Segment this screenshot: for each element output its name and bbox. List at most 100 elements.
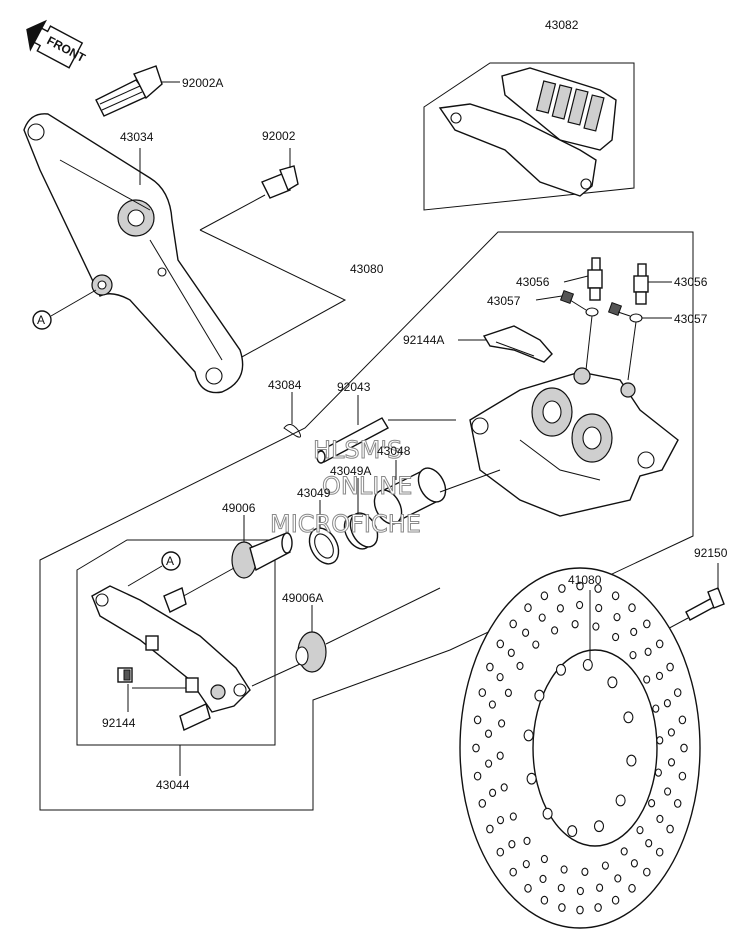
part-number-43049a: 43049A	[330, 464, 371, 478]
part-number-92144: 92144	[102, 716, 136, 730]
disc-hole	[664, 787, 672, 796]
disc-hole	[636, 825, 644, 835]
watermark-line-1: HLSM'S	[313, 436, 402, 464]
brake-pad-group-box	[423, 62, 635, 211]
part-number-49006: 49006	[222, 501, 256, 515]
disc-hole	[540, 854, 548, 864]
pad-pin	[316, 417, 389, 464]
disc-hole	[558, 903, 566, 912]
part-number-41080: 41080	[568, 573, 602, 587]
part-number-92002: 92002	[262, 129, 296, 143]
disc-hole	[558, 584, 566, 593]
disc-hole	[473, 715, 482, 725]
part-number-92002a: 92002A	[182, 76, 223, 90]
disc-hole	[576, 581, 584, 591]
disc-hole	[582, 658, 593, 671]
disc-hole	[560, 865, 568, 874]
part-number-43056-right: 43056	[674, 275, 708, 289]
disc-hole	[522, 628, 530, 637]
disc-hole	[486, 824, 494, 834]
disc-hole	[643, 619, 651, 629]
disc-hole	[540, 591, 549, 601]
disc-hole	[576, 905, 584, 915]
disc-hole	[652, 704, 660, 713]
piston-seal	[308, 527, 340, 565]
caliper-mount-bracket	[23, 113, 244, 394]
disc-hole	[507, 648, 515, 657]
disc-hole	[607, 676, 618, 689]
disc-hole	[611, 895, 620, 905]
disc-hole	[540, 895, 549, 905]
part-number-43034: 43034	[120, 130, 154, 144]
disc-hole	[472, 743, 480, 753]
disc-hole	[581, 867, 589, 876]
disc-hole	[486, 662, 494, 672]
disc-hole	[557, 883, 565, 893]
part-number-43049: 43049	[297, 486, 331, 500]
disc-hole	[680, 743, 688, 753]
reference-mark-a-lower: A	[166, 554, 174, 568]
part-number-43084: 43084	[268, 378, 302, 392]
disc-hole	[504, 688, 512, 697]
part-number-49006a: 49006A	[282, 591, 323, 605]
pad-spring-92144a	[482, 325, 553, 363]
disc-hole	[630, 859, 638, 868]
disc-hole	[615, 794, 626, 807]
pad-spring-92144	[117, 667, 133, 683]
disc-hole	[542, 807, 553, 820]
disc-hole	[567, 825, 578, 838]
disc-hole	[509, 867, 517, 877]
disc-hole	[629, 650, 637, 660]
disc-hole	[496, 751, 504, 760]
disc-hole	[654, 768, 662, 777]
disc-hole	[489, 788, 497, 797]
disc-hole	[484, 729, 493, 738]
disc-hole	[556, 604, 564, 613]
part-number-43056-left: 43056	[516, 275, 550, 289]
disc-hole	[524, 883, 532, 893]
slide-pin-boot-a	[295, 631, 327, 673]
part-number-43080: 43080	[350, 262, 384, 276]
disc-hole	[626, 754, 637, 767]
slide-pin-boot	[231, 532, 293, 579]
disc-hole	[594, 584, 602, 593]
disc-hole	[555, 663, 567, 676]
disc-hole	[498, 719, 506, 728]
disc-hole	[508, 840, 516, 849]
part-number-92150: 92150	[694, 546, 728, 560]
part-number-43057-right: 43057	[674, 312, 708, 326]
disc-hole	[478, 688, 487, 697]
disc-hole	[655, 671, 664, 681]
disc-hole	[496, 672, 504, 682]
disc-hole	[522, 859, 530, 869]
bleeder-valve-right	[633, 263, 649, 305]
brake-pad-rear	[438, 103, 597, 197]
disc-hole	[643, 867, 651, 877]
disc-hole	[576, 600, 584, 610]
bleeder-valve-left	[587, 257, 603, 301]
bolt-92002a	[95, 65, 163, 117]
disc-hole	[628, 883, 636, 893]
disc-hole	[596, 883, 604, 892]
disc-hole	[551, 626, 559, 635]
disc-hole	[592, 622, 600, 631]
disc-hole	[485, 759, 493, 768]
front-arrow-icon	[26, 19, 84, 69]
reference-circle-a-lower	[161, 551, 181, 571]
disc-hole	[538, 613, 546, 622]
disc-hole	[667, 758, 676, 767]
disc-hole	[595, 603, 603, 613]
caliper-bracket	[91, 585, 251, 731]
brake-pad-front	[501, 67, 617, 151]
disc-hole	[612, 632, 620, 642]
part-number-92043: 92043	[337, 380, 371, 394]
retaining-clip	[283, 424, 302, 438]
watermark-line-3: MICROFICHE	[270, 510, 421, 538]
disc-hole	[594, 903, 602, 912]
disc-hole	[620, 847, 628, 856]
disc-hole	[611, 591, 620, 601]
reference-circle-a-upper	[32, 310, 52, 330]
disc-hole	[667, 728, 675, 737]
disc-hole	[509, 619, 517, 629]
